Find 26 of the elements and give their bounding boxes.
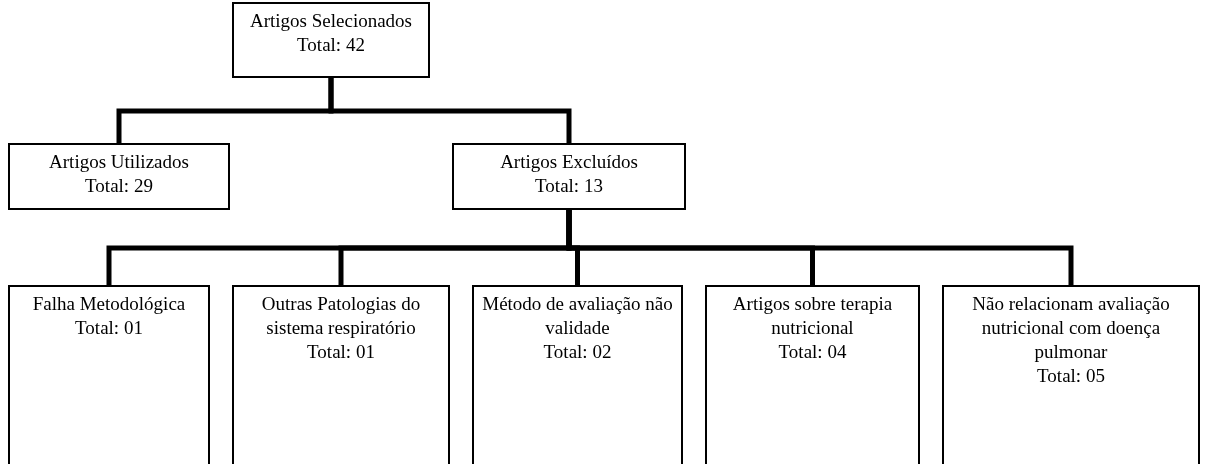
box-heading: Outras Patologias do sistema respiratório	[260, 292, 422, 340]
count-text: Total: 13	[535, 174, 603, 198]
process-box	[8, 143, 230, 210]
box-heading: Não relacionam avaliação nutricional com doença pulmonar	[971, 292, 1171, 364]
box-heading: Artigos sobre terapia nutricional	[731, 292, 894, 340]
process-box	[452, 143, 686, 210]
count-text: Total: 42	[297, 33, 365, 57]
connector-line	[328, 78, 572, 143]
process-box	[942, 285, 1200, 464]
connector-line	[566, 210, 1074, 285]
process-box	[705, 285, 920, 464]
count-text: Total: 02	[543, 340, 612, 364]
box-heading: Artigos Excluídos	[500, 150, 638, 174]
process-box	[232, 2, 430, 78]
box-heading: Falha Metodológica	[32, 292, 186, 316]
process-box	[232, 285, 450, 464]
count-text: Total: 05	[1037, 364, 1105, 388]
count-text: Total: 29	[85, 174, 153, 198]
process-box	[8, 285, 210, 464]
box-heading: Artigos Selecionados	[250, 9, 412, 33]
count-text: Total: 01	[307, 340, 375, 364]
box-heading: Artigos Utilizados	[49, 150, 189, 174]
box-heading: Método de avaliação não validade	[481, 292, 674, 340]
count-text: Total: 01	[75, 316, 143, 340]
count-text: Total: 04	[778, 340, 847, 364]
process-box	[472, 285, 683, 464]
